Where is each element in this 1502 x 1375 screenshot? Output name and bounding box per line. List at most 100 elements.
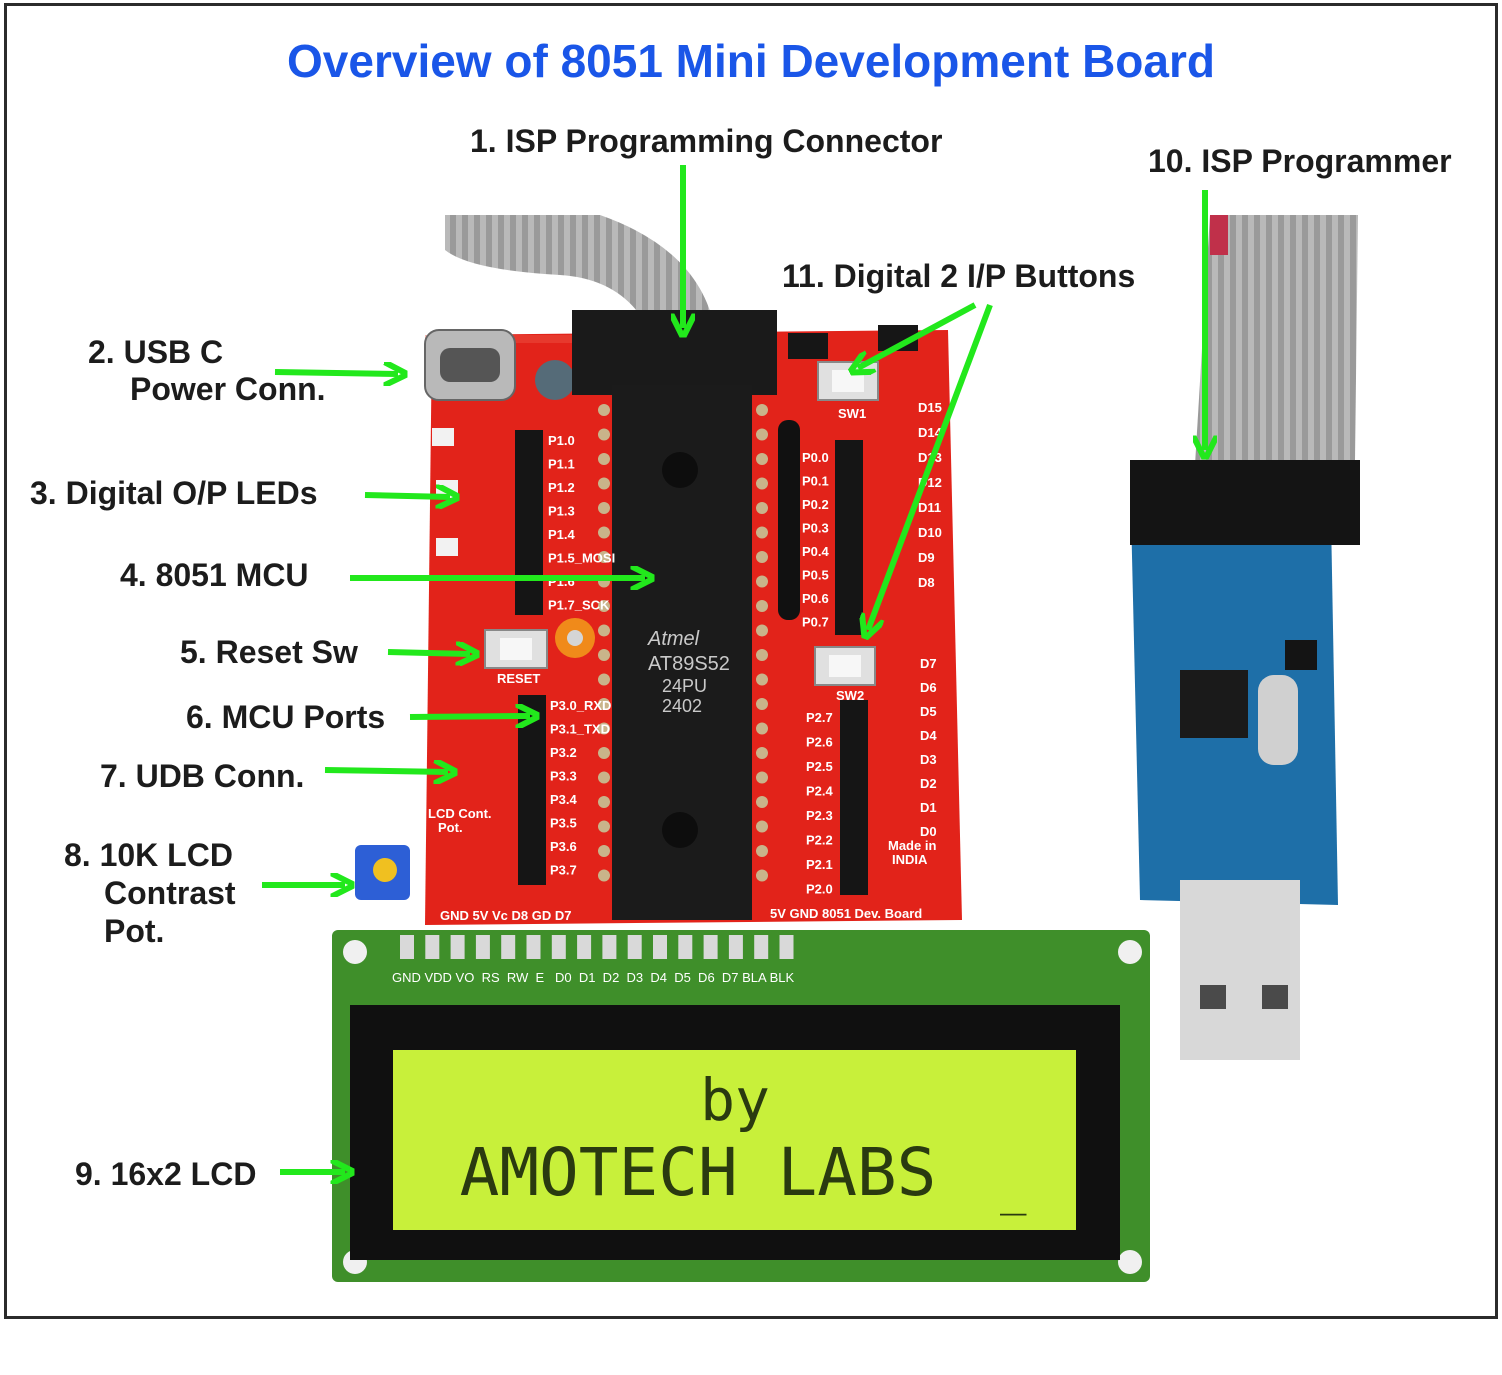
- chip-pin: [756, 649, 768, 661]
- chip-pin: [598, 600, 610, 612]
- chip-pin: [598, 551, 610, 563]
- port-label: P2.5: [806, 759, 833, 774]
- chip-pin: [756, 845, 768, 857]
- label-programmer: 10. ISP Programmer: [1148, 143, 1452, 179]
- port-label: P0.5: [802, 568, 829, 583]
- label-usb-c-line1: 2. USB C: [88, 334, 224, 370]
- chip-pin: [756, 796, 768, 808]
- chip-date: 2402: [662, 696, 702, 716]
- chip-pin: [598, 477, 610, 490]
- port-label: P1.1: [548, 457, 575, 472]
- chip-pin: [598, 428, 610, 441]
- port-label: D11: [918, 500, 941, 515]
- chip-pin: [756, 502, 768, 514]
- header-p2: [840, 700, 868, 895]
- port-label: P1.0: [548, 433, 575, 448]
- chip-brand: Atmel: [647, 628, 700, 650]
- lcd-module: GND VDD VO RS RW E D0 D1 D2 D3 D4 D5 D6 …: [332, 930, 1150, 1282]
- chip-pin: [598, 404, 610, 416]
- label-reset: 5. Reset Sw: [180, 634, 358, 670]
- port-label: P2.1: [806, 857, 833, 872]
- usb-a-plug: [1180, 880, 1300, 1060]
- chip-package: 24PU: [662, 676, 707, 696]
- lcd-pin: [551, 935, 566, 959]
- port-label: P0.4: [802, 544, 830, 559]
- port-label: P2.2: [806, 833, 833, 848]
- port-label: P2.7: [806, 710, 833, 725]
- chip-pin: [598, 771, 610, 784]
- chip-pin: [756, 551, 768, 563]
- chip-pin: [756, 428, 768, 441]
- port-label: P2.0: [806, 882, 833, 897]
- chip-pin: [756, 869, 768, 882]
- port-label: D7: [920, 656, 937, 671]
- chip-pin: [756, 477, 768, 490]
- lcd-cont-label: LCD Cont.: [428, 806, 492, 821]
- sw2-label: SW2: [836, 688, 864, 703]
- port-label: P3.6: [550, 839, 577, 854]
- chip-pin: [598, 722, 610, 735]
- lcd-line-1: by: [700, 1066, 770, 1134]
- isp-programmer: [1130, 215, 1360, 1060]
- port-label: P3.3: [550, 769, 577, 784]
- lcd-pin: [475, 935, 490, 959]
- ribbon-cable-programmer: [1195, 215, 1358, 465]
- arrow-reset: [387, 652, 470, 654]
- isp-header: [572, 310, 777, 395]
- chip-model: AT89S52: [648, 653, 730, 675]
- label-leds: 3. Digital O/P LEDs: [30, 475, 318, 511]
- reset-label: RESET: [497, 671, 540, 686]
- port-label: D8: [918, 575, 935, 590]
- programmer-crystal: [1258, 675, 1298, 765]
- port-label: D3: [920, 752, 937, 767]
- port-label: D5: [920, 704, 937, 719]
- lcd-cursor: _: [1000, 1165, 1027, 1216]
- port-label: D14: [918, 425, 943, 440]
- chip-pin: [598, 526, 610, 539]
- port-label: P3.1_TXD: [550, 722, 610, 737]
- arrow-udb: [324, 770, 448, 772]
- port-label: P1.3: [548, 504, 575, 519]
- header-p0: [835, 440, 863, 635]
- sw1-label: SW1: [838, 406, 866, 421]
- capacitor: [535, 360, 575, 400]
- arrow-leds: [364, 495, 450, 497]
- chip-pin: [756, 673, 768, 686]
- chip-pin: [756, 526, 768, 539]
- chip-pin: [756, 600, 768, 612]
- header-p1: [515, 430, 543, 615]
- chip-pin: [598, 698, 610, 710]
- chip-pin: [756, 404, 768, 416]
- port-label: P3.4: [550, 792, 578, 807]
- chip-pin: [756, 624, 768, 637]
- lcd-pin-header: [400, 935, 794, 959]
- port-label: P2.3: [806, 808, 833, 823]
- port-label: D9: [918, 550, 935, 565]
- board-name-label: 5V GND 8051 Dev. Board: [770, 906, 922, 921]
- port-label: P0.6: [802, 591, 829, 606]
- led-power: [432, 428, 454, 446]
- pot-label: Pot.: [438, 820, 463, 835]
- port-label: P2.4: [806, 784, 834, 799]
- chip-pin: [598, 649, 610, 661]
- port-label: P2.6: [806, 735, 833, 750]
- programmer-header: [1130, 460, 1360, 545]
- lcd-line-2: AMOTECH LABS: [460, 1134, 937, 1211]
- port-label: P3.2: [550, 745, 577, 760]
- arrow-button-sw1: [858, 302, 977, 368]
- port-label: P1.7_SCK: [548, 598, 610, 613]
- chip-pin: [598, 796, 610, 808]
- lcd-pin: [653, 935, 667, 959]
- port-label: P3.7: [550, 863, 577, 878]
- port-label: D4: [920, 728, 937, 743]
- chip-pin: [756, 820, 768, 833]
- lcd-screen: [393, 1050, 1076, 1230]
- lcd-pin: [627, 935, 642, 959]
- chip-pin: [756, 747, 768, 759]
- chip-pin: [598, 502, 610, 514]
- diagram-title: Overview of 8051 Mini Development Board: [287, 35, 1215, 87]
- label-pot-line2: Contrast: [104, 875, 236, 911]
- lcd-pin: [425, 935, 440, 959]
- port-label: P1.2: [548, 480, 575, 495]
